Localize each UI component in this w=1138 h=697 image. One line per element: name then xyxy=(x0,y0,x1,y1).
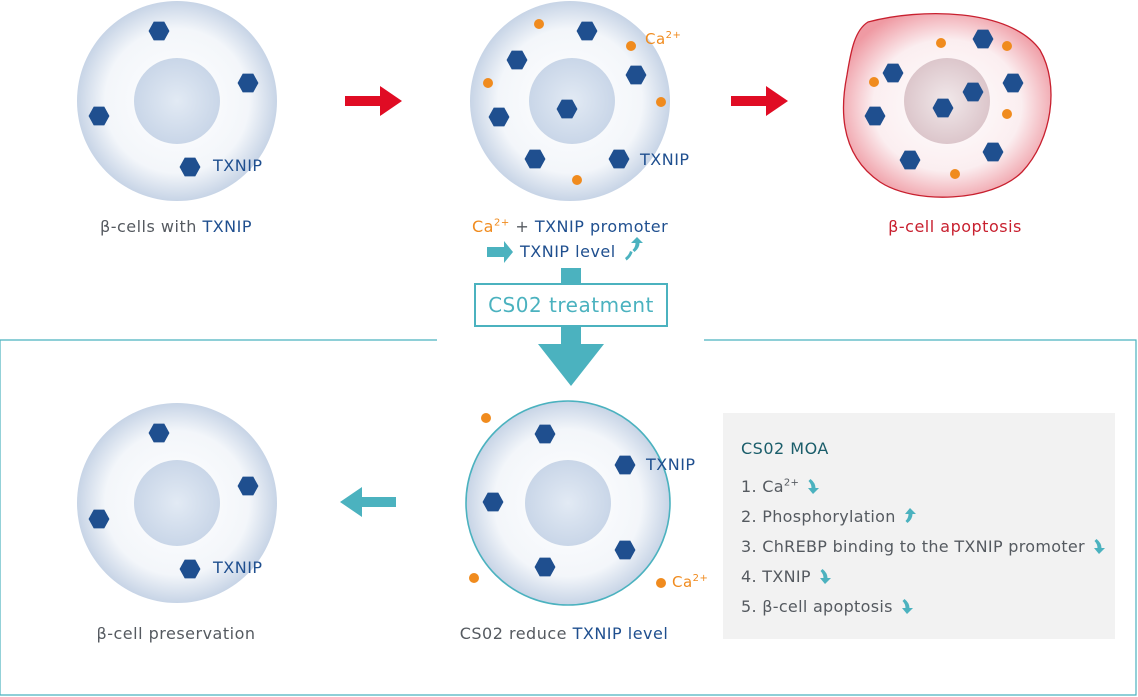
trend-down-icon xyxy=(893,597,915,616)
cell-txnip-baseline xyxy=(77,1,277,201)
treatment-connector xyxy=(561,268,581,284)
cell4-caption: CS02 reduce TXNIP level xyxy=(459,624,669,643)
cell-nucleus xyxy=(134,460,220,546)
teal-arrow-down-icon xyxy=(538,327,604,386)
calcium-ion xyxy=(1002,109,1012,119)
cell-preserved xyxy=(77,403,277,603)
cell-nucleus xyxy=(525,460,611,546)
txnip-label: TXNIP xyxy=(213,558,263,577)
moa-item: 1. Ca2+ xyxy=(741,477,821,496)
cell1-caption: β-cells with TXNIP xyxy=(99,217,253,236)
apoptosis-caption: β-cell apoptosis xyxy=(888,217,1022,236)
moa-item: 3. ChREBP binding to the TXNIP promoter xyxy=(741,537,1107,556)
calcium-ion xyxy=(469,573,479,583)
calcium-ion xyxy=(656,578,666,588)
teal-arrow-left-icon xyxy=(340,487,396,517)
cell-apoptosis xyxy=(842,12,1052,198)
calcium-label: Ca2+ xyxy=(672,573,709,591)
level-arrow-right-icon xyxy=(487,241,513,263)
txnip-label: TXNIP xyxy=(646,455,696,474)
calcium-ion xyxy=(656,97,666,107)
cell2-caption: Ca2+ + TXNIP promoter xyxy=(472,217,669,236)
preservation-caption: β-cell preservation xyxy=(96,624,256,643)
moa-item: 5. β-cell apoptosis xyxy=(741,597,915,616)
txnip-label: TXNIP xyxy=(640,150,690,169)
txnip-label: TXNIP xyxy=(213,156,263,175)
calcium-ion xyxy=(936,38,946,48)
red-arrow-right-icon xyxy=(345,86,402,116)
trend-down-icon xyxy=(1085,537,1107,556)
calcium-ion xyxy=(481,413,491,423)
calcium-label: Ca2+ xyxy=(645,30,682,48)
moa-title: CS02 MOA xyxy=(741,439,829,458)
cell-calcium-elevated xyxy=(470,1,670,201)
cell-cs02-treated xyxy=(465,400,671,606)
trend-up-icon xyxy=(625,237,643,261)
calcium-ion xyxy=(626,41,636,51)
red-arrow-right-icon xyxy=(731,86,788,116)
trend-down-icon xyxy=(811,567,833,586)
calcium-ion xyxy=(869,77,879,87)
txnip-level-label: TXNIP level xyxy=(520,242,616,261)
trend-down-icon xyxy=(799,477,821,496)
calcium-ion xyxy=(950,169,960,179)
treatment-panel-frame xyxy=(0,339,1137,696)
moa-item: 2. Phosphorylation xyxy=(741,507,918,526)
moa-panel: CS02 MOA 1. Ca2+ 2. Phosphorylation 3. C… xyxy=(723,413,1115,639)
trend-up-icon xyxy=(896,507,918,526)
calcium-ion xyxy=(1002,41,1012,51)
calcium-ion xyxy=(483,78,493,88)
calcium-ion xyxy=(572,175,582,185)
calcium-ion xyxy=(534,19,544,29)
moa-item: 4. TXNIP xyxy=(741,567,833,586)
treatment-box: CS02 treatment xyxy=(474,283,668,327)
cell-nucleus xyxy=(134,58,220,144)
